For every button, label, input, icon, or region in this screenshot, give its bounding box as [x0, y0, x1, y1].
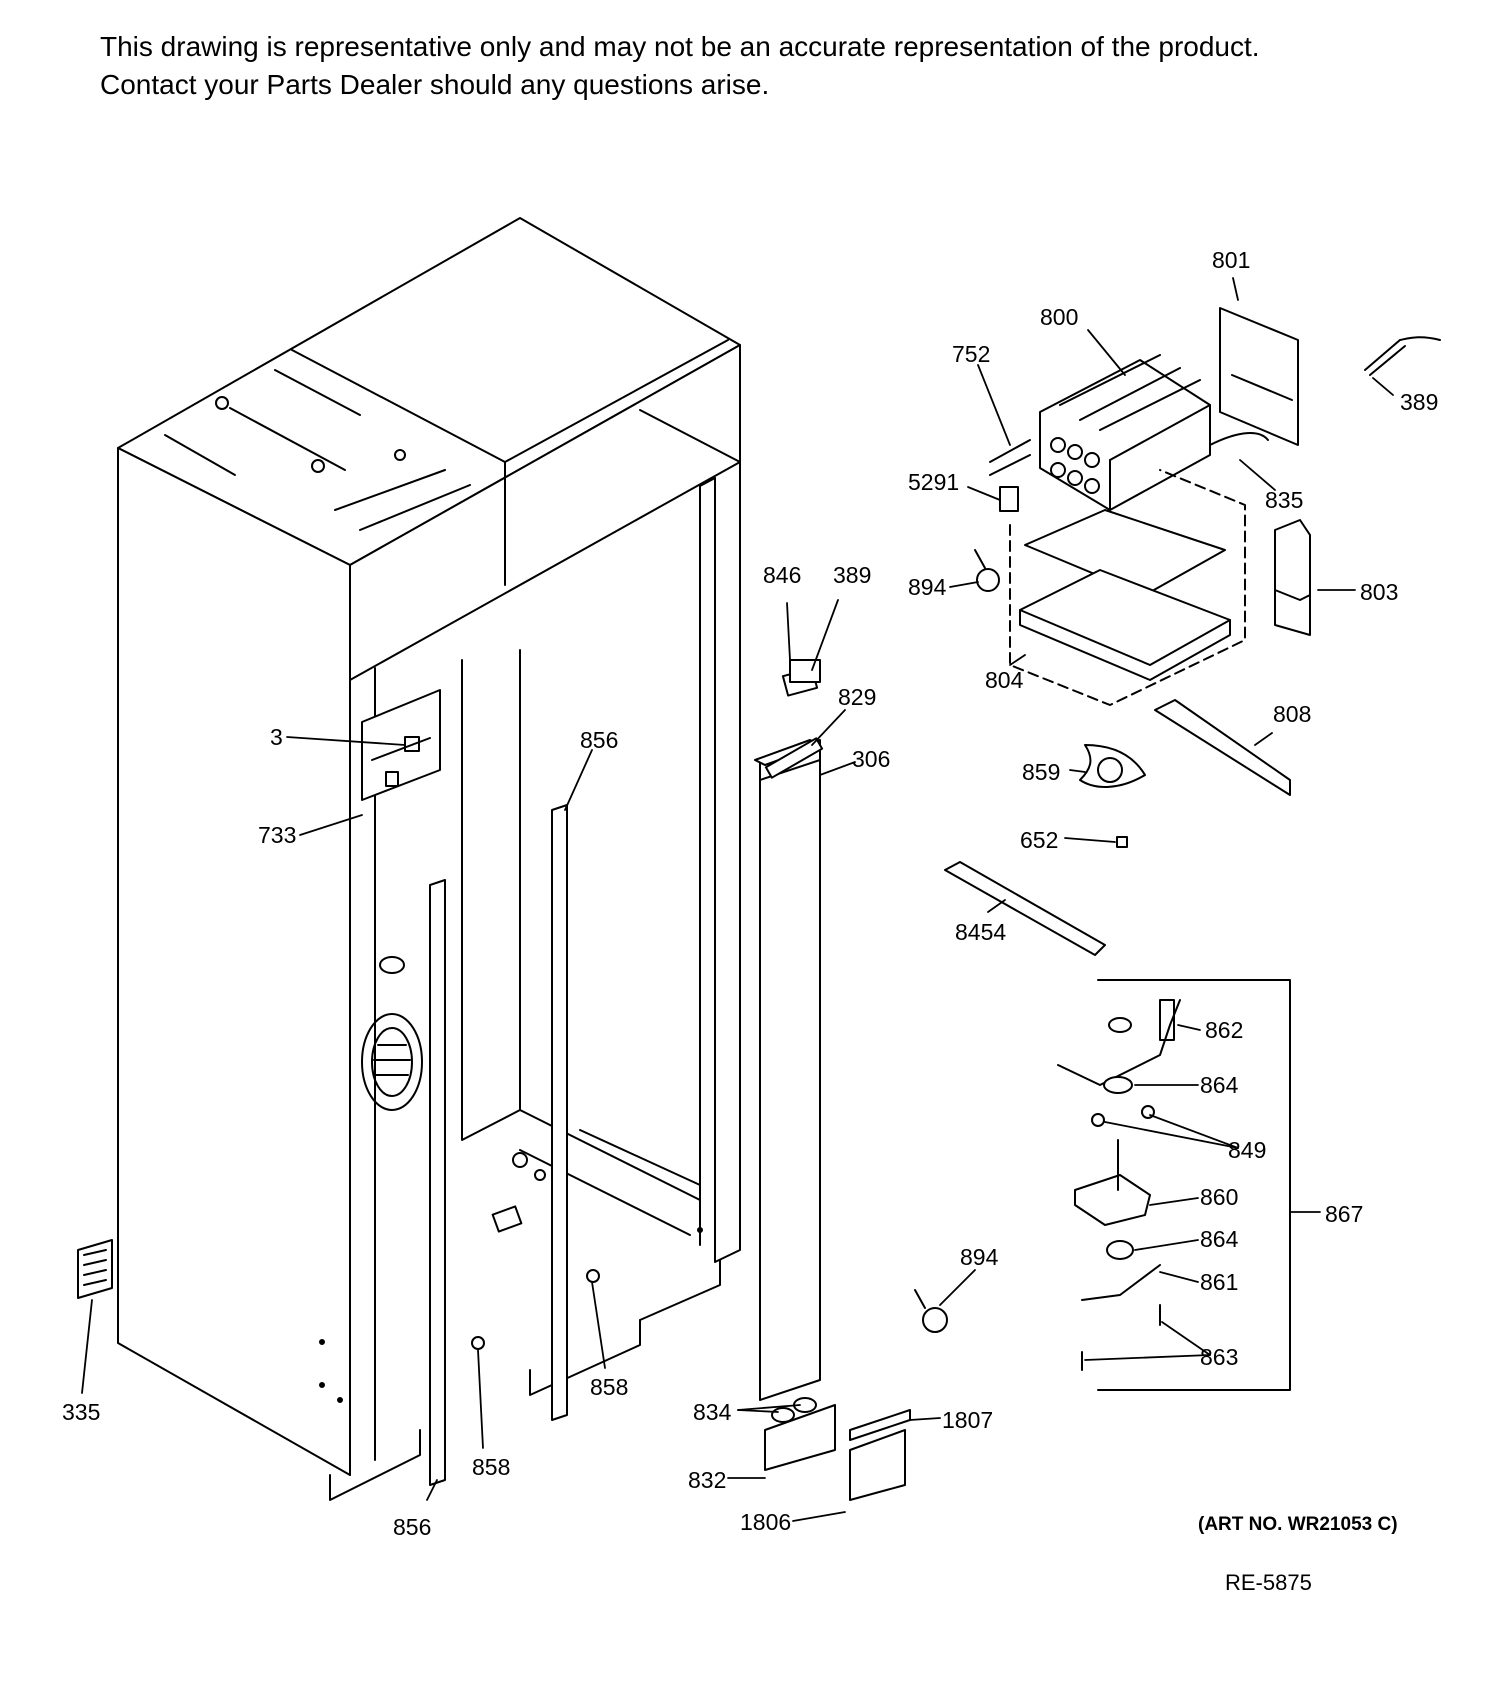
evaporator-cover: [1219, 307, 1299, 446]
callout-8454: 8454: [955, 919, 1006, 945]
air-grille: [77, 1239, 113, 1299]
callout-863: 863: [1200, 1344, 1238, 1370]
disclaimer-line-1: This drawing is representative only and …: [100, 31, 1260, 62]
callout-856-upper: 856: [580, 727, 618, 753]
callout-861: 861: [1200, 1269, 1238, 1295]
callout-733: 733: [258, 822, 296, 848]
defrost-heater-tube: [944, 861, 1106, 956]
reference-number: RE-5875: [1225, 1570, 1312, 1595]
callout-894-bottom: 894: [960, 1244, 999, 1270]
thermostat-top: [974, 549, 1000, 592]
callout-335: 335: [62, 1399, 100, 1425]
bottom-small-parts: [471, 659, 948, 1501]
callout-862: 862: [1205, 1017, 1243, 1043]
disclaimer-text: This drawing is representative only and …: [100, 28, 1260, 104]
callout-652: 652: [1020, 827, 1058, 853]
callout-864-upper: 864: [1200, 1072, 1239, 1098]
callout-803: 803: [1360, 579, 1398, 605]
mullion-strips: [429, 739, 821, 1486]
callout-834: 834: [693, 1399, 732, 1425]
disclaimer-line-2: Contact your Parts Dealer should any que…: [100, 69, 770, 100]
callout-858-left: 858: [472, 1454, 510, 1480]
callout-858-right: 858: [590, 1374, 628, 1400]
callout-labels: 801 800 752 389 835 5291 894 803 804 846…: [62, 247, 1438, 1595]
callout-856-lower: 856: [393, 1514, 431, 1540]
art-number: (ART NO. WR21053 C): [1198, 1514, 1398, 1535]
callout-867: 867: [1325, 1201, 1363, 1227]
callout-389-mid: 389: [833, 562, 871, 588]
callout-864-lower: 864: [1200, 1226, 1239, 1252]
callout-801: 801: [1212, 247, 1250, 273]
callout-860: 860: [1200, 1184, 1238, 1210]
callout-832: 832: [688, 1467, 726, 1493]
callout-804: 804: [985, 667, 1024, 693]
callout-894-top: 894: [908, 574, 947, 600]
callout-808: 808: [1273, 701, 1311, 727]
callout-5291: 5291: [908, 469, 959, 495]
heater-strip: [1154, 699, 1291, 796]
drain-pan: [1009, 469, 1246, 706]
callout-849: 849: [1228, 1137, 1266, 1163]
callout-800: 800: [1040, 304, 1078, 330]
leader-lines: [81, 277, 1394, 1522]
fan-motor-assembly: [1057, 979, 1291, 1391]
callout-1806: 1806: [740, 1509, 791, 1535]
callout-846: 846: [763, 562, 801, 588]
callout-3: 3: [270, 724, 283, 750]
callout-835: 835: [1265, 487, 1303, 513]
callout-859: 859: [1022, 759, 1060, 785]
refrigerator-cabinet: [117, 217, 741, 1501]
callout-752: 752: [952, 341, 990, 367]
duct-cover: [1274, 519, 1311, 636]
callout-306: 306: [852, 746, 890, 772]
callout-1807: 1807: [942, 1407, 993, 1433]
callout-829: 829: [838, 684, 876, 710]
callout-389-top: 389: [1400, 389, 1438, 415]
fan-blade: [1079, 744, 1146, 848]
wire-harness: [1364, 336, 1441, 376]
